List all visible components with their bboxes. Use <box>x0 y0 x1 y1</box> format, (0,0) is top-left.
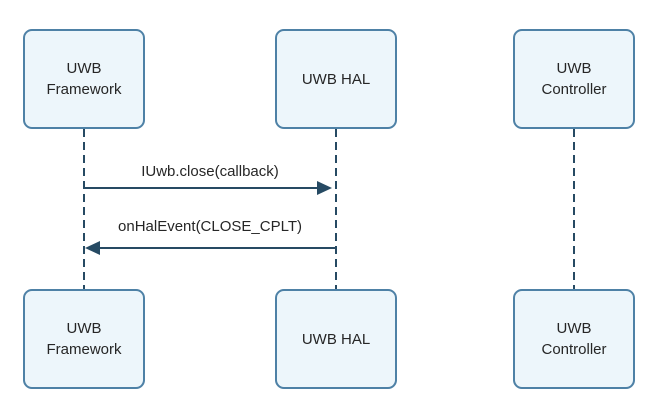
actor-box-uwb-hal-bottom: UWB HAL <box>275 289 397 389</box>
lifeline-uwb-hal <box>335 129 337 289</box>
actor-box-uwb-framework-top: UWB Framework <box>23 29 145 129</box>
arrowhead-right-icon <box>317 181 332 195</box>
actor-label-uwb-framework: UWB Framework <box>46 60 122 98</box>
actor-label-uwb-controller-bottom: UWB Controller <box>541 320 607 358</box>
message-label-iuwb-close: IUwb.close(callback) <box>141 163 279 180</box>
actor-box-uwb-hal-top: UWB HAL <box>275 29 397 129</box>
message-arrow-line-onhalevent <box>99 247 336 249</box>
actor-box-uwb-controller-bottom: UWB Controller <box>513 289 635 389</box>
actor-box-uwb-framework-bottom: UWB Framework <box>23 289 145 389</box>
lifeline-uwb-controller <box>573 129 575 289</box>
message-label-onhalevent: onHalEvent(CLOSE_CPLT) <box>118 218 302 235</box>
actor-label-uwb-hal: UWB HAL <box>301 70 371 88</box>
actor-label-uwb-hal-bottom: UWB HAL <box>301 330 371 348</box>
message-arrow-line-iuwb-close <box>84 187 317 189</box>
actor-box-uwb-controller-top: UWB Controller <box>513 29 635 129</box>
actor-label-uwb-controller: UWB Controller <box>541 60 607 98</box>
actor-label-uwb-framework-bottom: UWB Framework <box>46 320 122 358</box>
lifeline-uwb-framework <box>83 129 85 289</box>
arrowhead-left-icon <box>85 241 100 255</box>
